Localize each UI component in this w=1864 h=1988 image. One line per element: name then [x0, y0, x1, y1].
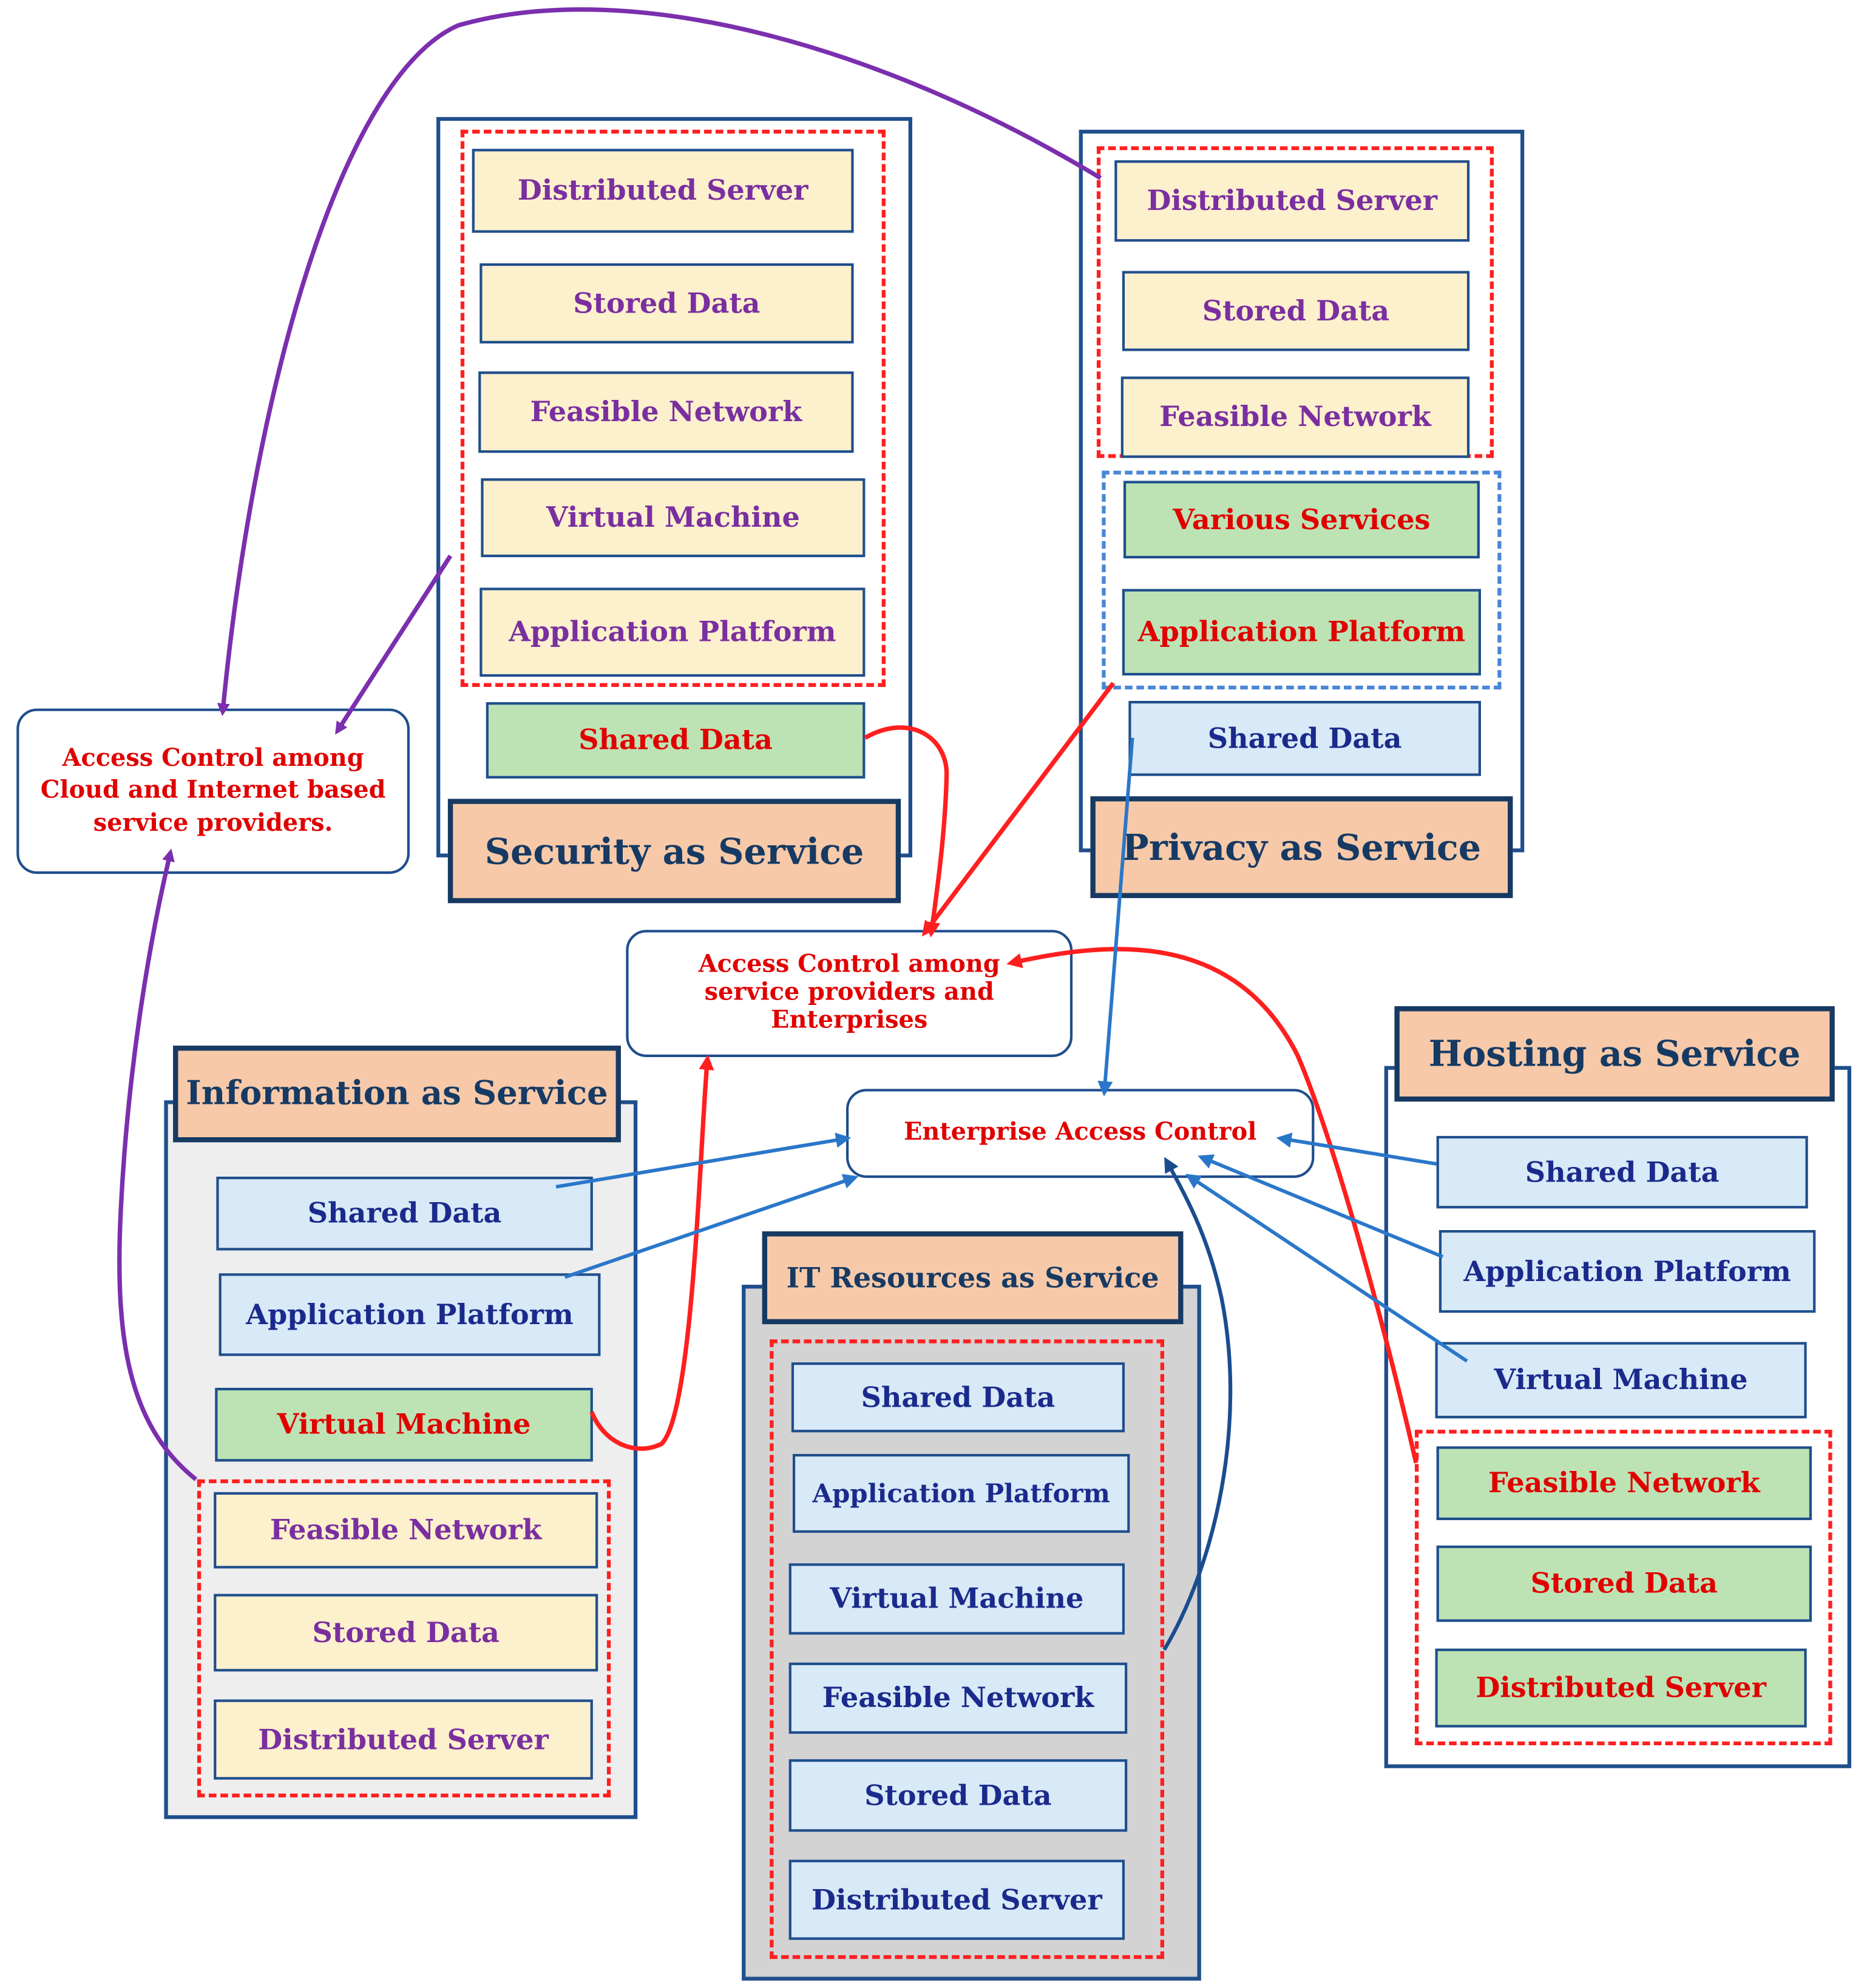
information-dashed-group	[197, 1479, 611, 1797]
privacy-various-services: Various Services	[1123, 481, 1480, 559]
security-feasible-network: Feasible Network	[478, 371, 854, 453]
it-shared-data: Shared Data	[791, 1362, 1125, 1433]
privacy-title: Privacy as Service	[1090, 796, 1513, 898]
information-feasible-network: Feasible Network	[214, 1492, 598, 1569]
security-shared-data: Shared Data	[486, 702, 866, 779]
privacy-services-dashed-group	[1102, 470, 1502, 690]
it-stored-data: Stored Data	[788, 1759, 1128, 1832]
security-distributed-server: Distributed Server	[472, 149, 854, 233]
enterprise-access-control: Enterprise Access Control	[846, 1089, 1315, 1178]
security-stored-data: Stored Data	[480, 263, 854, 343]
privacy-stored-data: Stored Data	[1122, 271, 1470, 351]
it-virtual-machine: Virtual Machine	[788, 1563, 1125, 1635]
security-application-platform: Application Platform	[480, 587, 866, 677]
hosting-application-platform: Application Platform	[1439, 1230, 1816, 1313]
hosting-distributed-server: Distributed Server	[1435, 1648, 1807, 1728]
security-virtual-machine: Virtual Machine	[481, 478, 866, 558]
hosting-title: Hosting as Service	[1394, 1006, 1835, 1102]
it-title: IT Resources as Service	[762, 1231, 1184, 1325]
it-distributed-server: Distributed Server	[788, 1859, 1125, 1940]
privacy-feasible-network: Feasible Network	[1120, 376, 1470, 458]
hosting-virtual-machine: Virtual Machine	[1435, 1342, 1807, 1419]
information-application-platform: Application Platform	[219, 1273, 601, 1356]
hosting-stored-data: Stored Data	[1436, 1545, 1812, 1622]
purple-arrow-security-to-cloud	[335, 555, 453, 735]
information-stored-data: Stored Data	[214, 1594, 598, 1672]
information-shared-data: Shared Data	[216, 1176, 593, 1251]
it-application-platform: Application Platform	[792, 1453, 1130, 1533]
it-feasible-network: Feasible Network	[788, 1662, 1128, 1734]
information-distributed-server: Distributed Server	[214, 1699, 593, 1780]
hosting-dashed-group	[1414, 1430, 1832, 1745]
privacy-shared-data: Shared Data	[1128, 701, 1481, 776]
hosting-shared-data: Shared Data	[1436, 1135, 1808, 1209]
privacy-distributed-server: Distributed Server	[1114, 160, 1470, 242]
it-dashed-group	[770, 1339, 1165, 1959]
security-title: Security as Service	[447, 799, 901, 904]
information-title: Information as Service	[173, 1046, 621, 1143]
providers-access-control: Access Control among service providers a…	[626, 930, 1073, 1057]
hosting-feasible-network: Feasible Network	[1436, 1446, 1812, 1520]
cloud-access-control: Access Control among Cloud and Internet …	[16, 708, 410, 874]
privacy-application-platform: Application Platform	[1122, 589, 1481, 676]
information-virtual-machine: Virtual Machine	[215, 1387, 593, 1462]
